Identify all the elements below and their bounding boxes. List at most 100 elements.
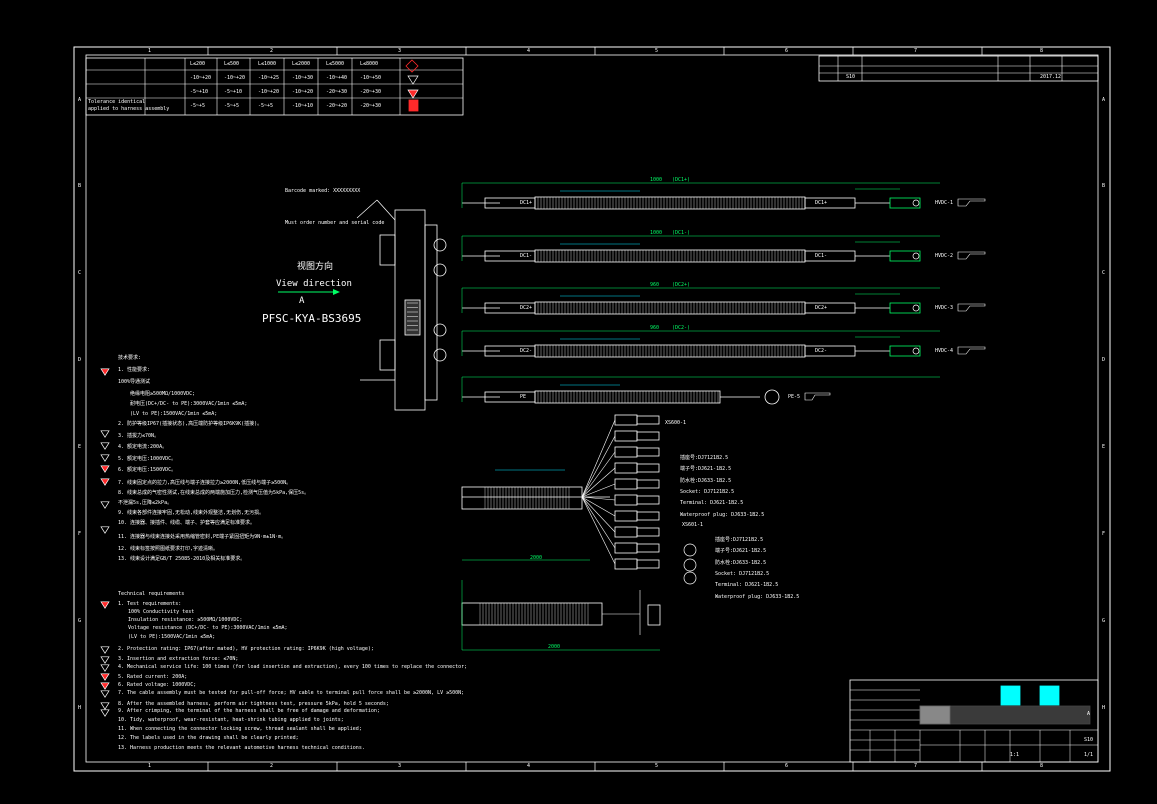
lv-block-title: XS600-1 [665,420,687,426]
cable-sleeve-end [804,345,856,357]
note-mark-red [100,682,110,690]
grid-col-top: 3 [398,48,402,54]
lv-connector-tail [636,527,660,537]
table-cell: -5~+5 [224,103,240,109]
grid-row-right: B [1102,183,1106,189]
note-cn-line: 耐电压(DC+/DC- to PE):3000VAC/1min ≤5mA; [130,401,248,407]
table-header: L≤1000 [258,61,277,67]
cable-label: DC2+ [520,305,533,311]
note-mark-red [100,478,110,486]
lv-block-line: Terminal: DJ621-1B2.5 [715,582,779,589]
terminal-profile [957,346,986,355]
note-cn-line: 2. 防护等级IP67(插接状态),高压端防护等级IP6K9K(插接)。 [118,421,263,427]
terminal-profile [957,251,986,260]
note-cn-line: 9. 线束各部件连接牢固,无松动,线束外观整洁,无划伤,无污损。 [118,510,265,516]
note-en-line: 6. Rated voltage: 1000VDC; [118,682,197,688]
lv-branch-wire [581,467,616,498]
lv-dim-bottom: 2000 [548,644,561,650]
note-en-line: 5. Rated current: 200A; [118,674,188,680]
lv-dim: 2000 [530,555,543,561]
lv-branch-wire [581,496,616,565]
terminal-profile [804,392,831,401]
triangle-mark-red [407,89,419,99]
note-mark-red [100,465,110,473]
terminal-hole [912,199,920,207]
revision-block [818,55,1099,82]
box-mark-red [408,99,419,112]
grid-col-top: 6 [785,48,789,54]
note-cn-line: 1. 性能要求: [118,367,151,373]
title-scale: 1:1 [1010,752,1020,758]
note-cn-line: 绝缘电阻≥500MΩ/1000VDC; [130,391,196,397]
cable-label: DC2- [520,348,533,354]
connector-pin [433,348,447,362]
note-cn-line: 技术要求: [118,355,142,361]
connector-part-no: PFSC-KYA-BS3695 [262,312,362,325]
table-cell: -10~+20 [190,75,212,81]
grid-row-right: D [1102,357,1106,363]
connector-note: Barcode marked: XXXXXXXXX [285,188,361,194]
grid-row-right: C [1102,270,1106,276]
terminal-hole [912,347,920,355]
lv-connector [614,446,638,458]
corrugated-tube [534,390,721,404]
lv-bundle [461,486,583,510]
lv-branch-wire [581,496,616,501]
lv-branch-wire [581,496,616,549]
table-cell: -5~+10 [190,89,209,95]
lv-branch-wire [581,451,616,498]
grid-row-left: E [78,444,82,450]
note-cn-line: (LV to PE):1500VAC/1min ≤5mA; [130,411,218,417]
lv-connector [614,510,638,522]
lv-block-line: Terminal: DJ621-1B2.5 [680,500,744,507]
connector-lug [379,339,396,371]
lv-connector [614,542,638,554]
cable-tag: (DC1-) [672,230,691,236]
lv-connector-tail [636,495,660,505]
cable-sleeve-end [804,197,856,209]
lv-block-line: 防水栓:DJ633-1B2.5 [715,559,767,566]
lv-branch-wire [581,435,616,498]
note-mark [100,526,110,534]
table-cell: -20~+30 [360,89,382,95]
rev-code: S10 [846,74,856,80]
grid-row-left: B [78,183,82,189]
view-letter: A [299,296,305,306]
grid-row-right: H [1102,705,1106,711]
lv-block-line: 防水栓:DJ633-1B2.5 [680,477,732,484]
grid-col-top: 7 [914,48,918,54]
table-cell: -5~+10 [224,89,243,95]
note-cn-line: 不泄漏5s,压降≤2kPa。 [118,500,173,506]
terminal-code: HVDC-3 [935,305,954,311]
lv-block-line: Socket: DJ7121B2.5 [715,570,770,577]
note-mark [100,656,110,664]
table-header: L≤500 [224,61,240,67]
note-cn-line: 4. 额定电流:200A。 [118,444,168,450]
cable-dimension: 1000 [650,230,663,236]
grid-col-top: 2 [270,48,274,54]
note-cn-line: 8. 线束总成的气密性测试,在线束总成的两端施加压力,检测气压值为5kPa,保压… [118,490,310,496]
note-en-line: Voltage resistance (DC+/DC- to PE):3000V… [128,625,288,631]
note-cn-line: 7. 线束固定点的拉力,高压线与端子连接拉力≥2000N,低压线与端子≥500N… [118,480,292,486]
table-cell: -10~+20 [258,89,280,95]
view-direction-en: View direction [276,279,352,289]
cable-label: DC1- [520,253,533,259]
cable-tag: (DC2+) [672,282,691,288]
view-direction-cn: 视图方向 [297,262,334,272]
lv-connector-tail [636,415,660,425]
note-mark-red [100,368,110,376]
grid-col-bottom: 2 [270,763,274,769]
table-header: L≤2000 [292,61,311,67]
pe-ring-terminal [764,389,780,405]
grid-col-top: 8 [1040,48,1044,54]
rev-date: 2017.12 [1040,74,1062,80]
note-mark [100,442,110,450]
note-cn-line: 13. 线束设计满足GB/T 25085-2010及相关标准要求。 [118,556,246,562]
grid-col-bottom: 4 [527,763,531,769]
terminal-box [889,302,921,314]
lv-connector [614,478,638,490]
cable-label: PE [520,394,527,400]
lv-connector [614,526,638,538]
note-en-line: 100% Conductivity test [128,609,195,615]
note-mark [100,709,110,717]
